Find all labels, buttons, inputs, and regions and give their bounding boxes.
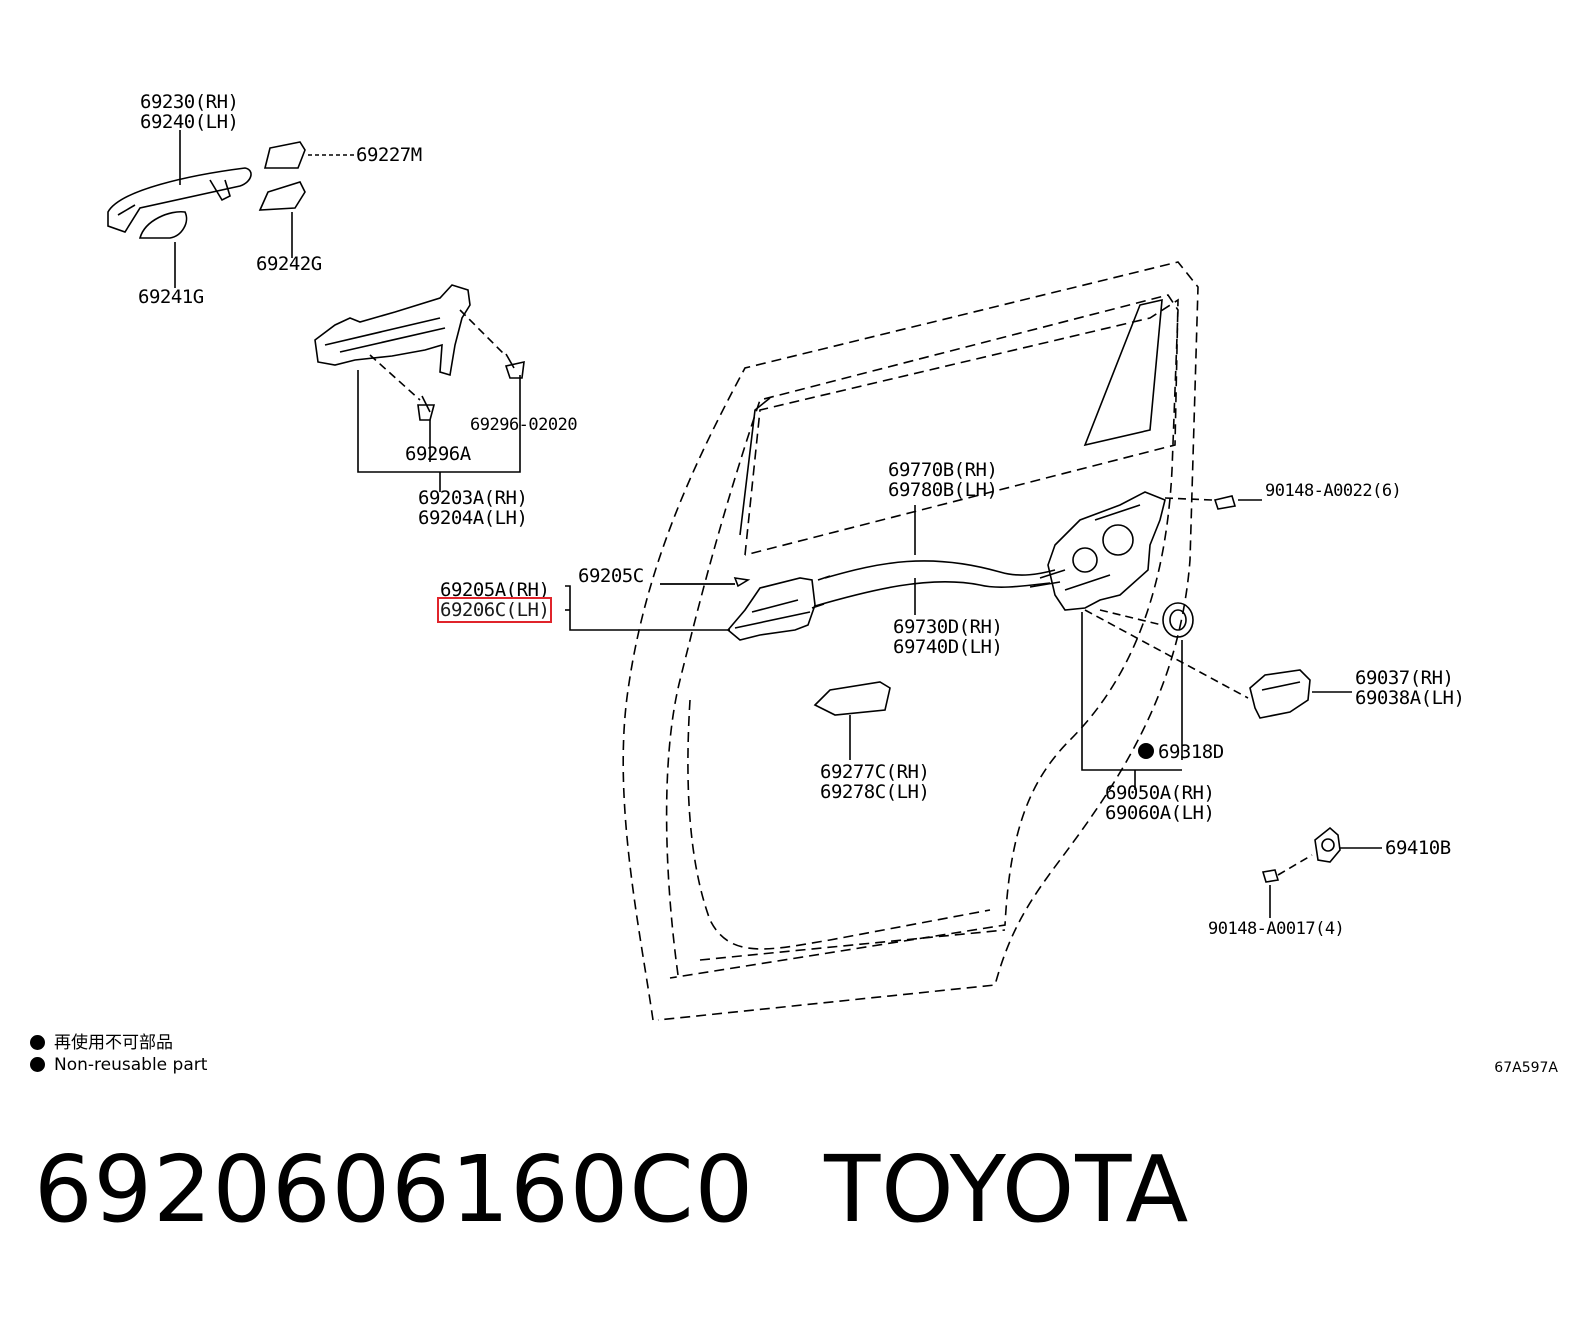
callout-69205c: 69205C <box>578 565 644 587</box>
screw-69296 <box>504 353 525 379</box>
handle-frame-69203a <box>314 284 471 377</box>
window-frame <box>744 298 1179 556</box>
callout-90148-a0017: 90148-A0017(4) <box>1208 919 1345 939</box>
callout-69204a: 69204A(LH) <box>418 507 528 529</box>
screw-69296a <box>417 395 436 421</box>
callout-69410b: 69410B <box>1385 837 1451 859</box>
brand-name: TOYOTA <box>824 1136 1190 1243</box>
callout-69770b: 69770B(RH) <box>888 459 998 481</box>
callout-69278c: 69278C(LH) <box>820 781 930 803</box>
callout-69730d: 69730D(RH) <box>893 616 1003 638</box>
callout-90148-a0022: 90148-A0022(6) <box>1265 481 1402 501</box>
callout-69060a: 69060A(LH) <box>1105 802 1215 824</box>
cap-69227m <box>263 141 306 169</box>
callout-69240: 69240(LH) <box>140 111 239 133</box>
callout-69242g: 69242G <box>256 253 322 275</box>
cable-69770b <box>811 560 1066 609</box>
callout-69227m: 69227M <box>356 144 422 166</box>
callout-69740d: 69740D(LH) <box>893 636 1003 658</box>
callout-69277c: 69277C(RH) <box>820 761 930 783</box>
callout-69230: 69230(RH) <box>140 91 239 113</box>
legend-en: Non-reusable part <box>30 1055 207 1075</box>
filled-circle-icon <box>30 1057 45 1072</box>
latch-cover-69037 <box>1249 669 1311 719</box>
diagram-code: 67A597A <box>1494 1060 1558 1076</box>
pull-cover-69277c <box>813 681 891 716</box>
callout-69037: 69037(RH) <box>1355 667 1454 689</box>
outside-handle <box>107 167 252 233</box>
door-lock-69050a <box>1047 491 1166 611</box>
door-outline <box>622 261 1199 1021</box>
callout-69296-02020: 69296-02020 <box>470 415 578 435</box>
callout-69206c-highlighted[interactable]: 69206C(LH) <box>436 597 553 623</box>
part-number: 6920606160C0 <box>34 1136 755 1243</box>
legend-zh: 再使用不可部品 <box>30 1028 173 1053</box>
grommet-69318d <box>1162 602 1194 638</box>
callout-69296a: 69296A <box>405 443 471 465</box>
door-inner-panel <box>665 294 1179 979</box>
callout-69318d: 69318D <box>1138 742 1224 762</box>
callout-69203a: 69203A(RH) <box>418 487 528 509</box>
callout-69241g: 69241G <box>138 286 204 308</box>
callout-69205a: 69205A(RH) <box>440 579 550 601</box>
callout-69780b: 69780B(LH) <box>888 479 998 501</box>
callout-69038a: 69038A(LH) <box>1355 687 1465 709</box>
inside-handle-69206c <box>726 577 816 641</box>
escutcheon-69241g <box>138 211 188 239</box>
callout-69050a: 69050A(RH) <box>1105 782 1215 804</box>
non-reusable-marker-icon <box>1138 743 1154 759</box>
cover-69242g <box>258 181 306 211</box>
filled-circle-icon <box>30 1035 45 1050</box>
striker-69410b <box>1314 826 1341 863</box>
